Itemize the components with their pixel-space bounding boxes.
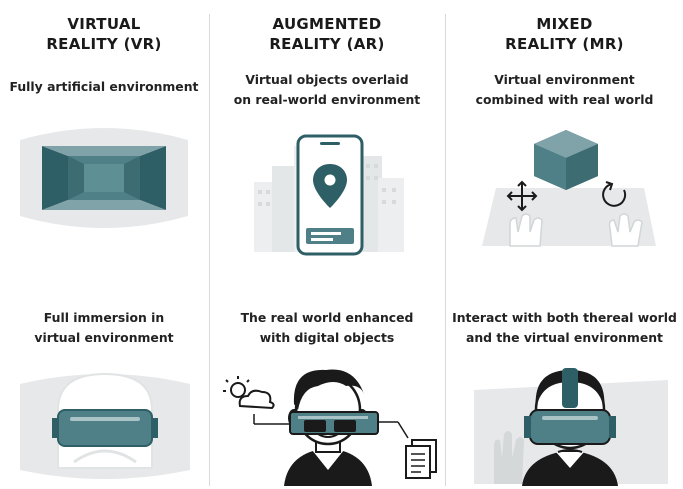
heading-mr: MIXED REALITY (MR)	[446, 14, 683, 54]
caption-vr-top: Fully artificial environment	[0, 77, 208, 97]
caption-vr-bottom-line1: Full immersion in	[43, 310, 165, 325]
caption-mr-bottom: Interact with both thereal world and the…	[446, 308, 683, 348]
caption-mr-top-line2: combined with real world	[475, 92, 654, 107]
column-vr: VIRTUAL REALITY (VR) Fully artificial en…	[0, 0, 208, 489]
move-arrows-icon	[506, 180, 538, 212]
caption-vr-bottom: Full immersion in virtual environment	[0, 308, 208, 348]
weather-icon	[223, 376, 275, 410]
caption-ar-top-line2: on real-world environment	[233, 92, 421, 107]
heading-ar-line1: AUGMENTED	[272, 15, 382, 33]
caption-ar-bottom-line2: with digital objects	[259, 330, 395, 345]
vr-room-icon	[18, 118, 190, 238]
mr-headset-person-icon	[472, 364, 672, 486]
caption-ar-top: Virtual objects overlaid on real-world e…	[210, 70, 444, 110]
caption-ar-bottom: The real world enhanced with digital obj…	[210, 308, 444, 348]
cube-gesture-icon	[476, 128, 656, 252]
heading-mr-line1: MIXED	[536, 15, 593, 33]
caption-mr-bottom-line1: Interact with both thereal world	[452, 310, 677, 325]
caption-vr-bottom-line2: virtual environment	[34, 330, 174, 345]
document-icon	[405, 439, 437, 479]
heading-ar: AUGMENTED REALITY (AR)	[210, 14, 444, 54]
column-mr: MIXED REALITY (MR) Virtual environment c…	[446, 0, 683, 489]
heading-mr-line2: REALITY (MR)	[505, 35, 624, 53]
column-ar: AUGMENTED REALITY (AR) Virtual objects o…	[210, 0, 444, 489]
heading-vr-line2: REALITY (VR)	[46, 35, 162, 53]
column-divider-1	[209, 14, 210, 486]
caption-ar-bottom-line1: The real world enhanced	[240, 310, 414, 325]
ar-glasses-person-icon	[214, 364, 442, 486]
caption-mr-top-line1: Virtual environment	[494, 72, 635, 87]
vr-headset-icon	[18, 370, 192, 480]
rotate-icon	[602, 181, 627, 207]
heading-ar-line2: REALITY (AR)	[269, 35, 385, 53]
column-divider-2	[445, 14, 446, 486]
caption-vr-top-text: Fully artificial environment	[9, 79, 199, 94]
caption-ar-top-line1: Virtual objects overlaid	[245, 72, 409, 87]
caption-mr-top: Virtual environment combined with real w…	[446, 70, 683, 110]
phone-map-pin-icon	[250, 132, 410, 258]
heading-vr-line1: VIRTUAL	[67, 15, 141, 33]
caption-mr-bottom-line2: and the virtual environment	[466, 330, 663, 345]
heading-vr: VIRTUAL REALITY (VR)	[0, 14, 208, 54]
